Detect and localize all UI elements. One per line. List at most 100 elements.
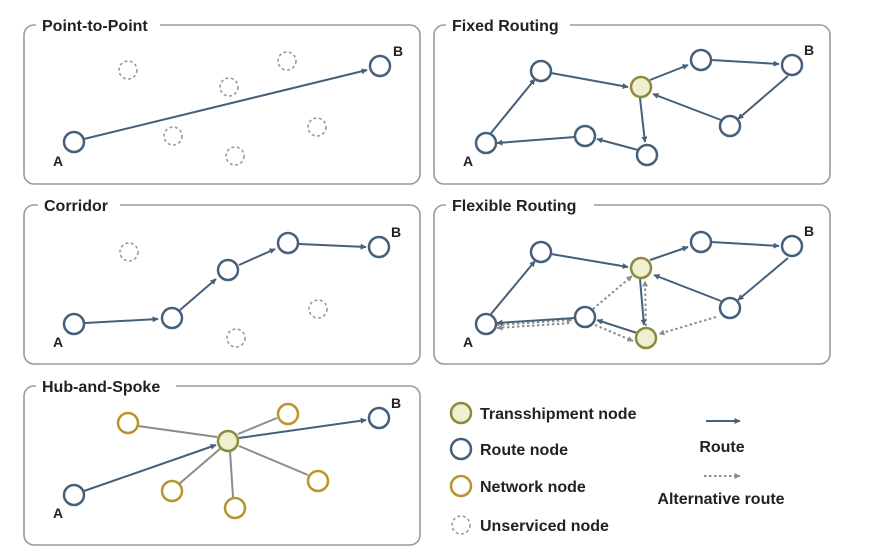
route-arrow bbox=[737, 257, 789, 301]
panel-fixed-routing-title: Fixed Routing bbox=[452, 18, 559, 35]
legend-item-route-node: Route node bbox=[449, 437, 568, 461]
legend-label-unserviced-node: Unserviced node bbox=[480, 518, 609, 535]
legend-label-route-node: Route node bbox=[480, 442, 568, 459]
route-arrow bbox=[639, 278, 647, 326]
route-arrow bbox=[737, 75, 789, 120]
node-label-a: A bbox=[53, 153, 63, 169]
panel-corridor-frame bbox=[23, 204, 421, 365]
route-arrow bbox=[710, 59, 780, 67]
route-node-symbol bbox=[449, 437, 473, 461]
unserviced-node bbox=[163, 126, 183, 146]
route-node bbox=[718, 114, 742, 138]
route-node bbox=[160, 306, 184, 330]
legend-item-alternative-route: Alternative route bbox=[657, 473, 785, 508]
unserviced-node bbox=[118, 60, 138, 80]
route-node-a bbox=[474, 131, 498, 155]
panel-point-to-point: Point-to-Point A B bbox=[23, 14, 421, 185]
node-label-a: A bbox=[53, 505, 63, 521]
route-arrow bbox=[639, 97, 648, 143]
route-node-a bbox=[62, 483, 86, 507]
node-label-a: A bbox=[53, 334, 63, 350]
panel-fixed-routing: Fixed Routing A B bbox=[433, 14, 831, 185]
route-arrow bbox=[238, 417, 367, 439]
route-node-b bbox=[780, 53, 804, 77]
legend-label-alternative-route: Alternative route bbox=[657, 491, 784, 508]
legend-label-transshipment: Transshipment node bbox=[480, 406, 637, 423]
route-arrow bbox=[496, 136, 576, 146]
route-arrow bbox=[490, 260, 536, 315]
route-arrow bbox=[649, 245, 689, 261]
spoke-link bbox=[237, 417, 278, 435]
spoke-link bbox=[178, 447, 222, 485]
route-node-b bbox=[367, 235, 391, 259]
node-label-a: A bbox=[463, 153, 473, 169]
route-node bbox=[573, 305, 597, 329]
legend-item-network-node: Network node bbox=[449, 474, 586, 498]
spoke-link bbox=[229, 450, 234, 498]
unserviced-node bbox=[277, 51, 297, 71]
panel-fixed-routing-frame bbox=[433, 24, 831, 185]
transshipment-node-symbol bbox=[449, 401, 473, 425]
node-label-b: B bbox=[391, 224, 401, 240]
unserviced-node bbox=[226, 328, 246, 348]
route-node bbox=[718, 296, 742, 320]
unserviced-node bbox=[307, 117, 327, 137]
panel-hub-and-spoke-title: Hub-and-Spoke bbox=[42, 379, 160, 396]
legend: Transshipment node Route node Network no… bbox=[449, 401, 785, 535]
network-node-symbol bbox=[449, 474, 473, 498]
panel-flexible-routing: Flexible Routing bbox=[433, 194, 831, 365]
network-node bbox=[160, 479, 184, 503]
route-node-a bbox=[474, 312, 498, 336]
node-label-a: A bbox=[463, 334, 473, 350]
route-node bbox=[276, 231, 300, 255]
route-arrow bbox=[490, 78, 536, 134]
hub-transshipment-node bbox=[216, 429, 240, 453]
spoke-link bbox=[137, 425, 218, 438]
legend-item-unserviced-node: Unserviced node bbox=[451, 515, 609, 535]
alternative-route-arrow bbox=[594, 324, 634, 342]
route-arrow bbox=[653, 274, 722, 302]
panel-corridor-title: Corridor bbox=[44, 198, 108, 215]
route-node bbox=[689, 48, 713, 72]
panel-point-to-point-title: Point-to-Point bbox=[42, 18, 148, 35]
route-node bbox=[529, 59, 553, 83]
unserviced-nodes bbox=[118, 51, 327, 166]
route-arrow bbox=[238, 248, 276, 266]
node-label-b: B bbox=[391, 395, 401, 411]
route-node-a bbox=[62, 130, 86, 154]
route-node bbox=[635, 143, 659, 167]
route-arrow bbox=[550, 72, 629, 89]
route-node bbox=[529, 240, 553, 264]
route-arrow bbox=[84, 316, 159, 324]
network-node bbox=[306, 469, 330, 493]
route-arrow bbox=[652, 93, 722, 121]
route-arrow bbox=[496, 317, 576, 326]
unserviced-node bbox=[119, 242, 139, 262]
panel-corridor: Corridor A B bbox=[23, 194, 421, 365]
route-arrow bbox=[649, 64, 689, 81]
route-node bbox=[689, 230, 713, 254]
network-node bbox=[223, 496, 247, 520]
route-arrow bbox=[179, 278, 217, 311]
alternative-route-arrow bbox=[592, 275, 633, 310]
transshipment-node bbox=[629, 75, 653, 99]
route-arrow bbox=[550, 253, 629, 270]
route-node bbox=[216, 258, 240, 282]
panel-hub-and-spoke: Hub-and-Spoke A B bbox=[23, 375, 421, 546]
legend-label-route: Route bbox=[699, 439, 744, 456]
route-arrow bbox=[83, 68, 368, 140]
legend-item-transshipment: Transshipment node bbox=[449, 401, 637, 425]
unserviced-node bbox=[225, 146, 245, 166]
legend-label-network-node: Network node bbox=[480, 479, 586, 496]
network-node bbox=[276, 402, 300, 426]
route-arrow bbox=[596, 137, 639, 151]
route-node-b bbox=[780, 234, 804, 258]
route-arrow bbox=[710, 241, 780, 249]
legend-item-route: Route bbox=[699, 418, 745, 456]
route-node-a bbox=[62, 312, 86, 336]
panel-flexible-routing-title: Flexible Routing bbox=[452, 198, 576, 215]
route-node-b bbox=[368, 54, 392, 78]
network-node bbox=[116, 411, 140, 435]
panel-flexible-routing-frame bbox=[433, 204, 831, 365]
